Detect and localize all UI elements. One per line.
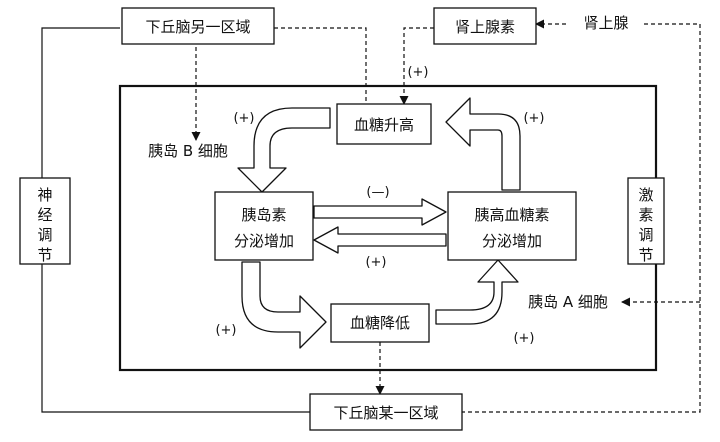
b-cell-label: 胰岛 B 细胞 <box>148 142 228 160</box>
arrow-insulin-to-glucose-down <box>241 261 327 349</box>
hormone-char-3: 调 <box>638 226 653 244</box>
a-cell-label: 胰岛 A 细胞 <box>528 293 608 311</box>
adrenal-label: 肾上腺 <box>583 14 628 32</box>
adrenaline-box <box>433 7 537 45</box>
nerve-char-2: 经 <box>37 206 52 224</box>
hormone-char-4: 节 <box>638 246 653 264</box>
hypothalamus-top-box <box>121 7 275 45</box>
nerve-char-1: 神 <box>37 186 52 204</box>
hormone-char-2: 素 <box>638 206 653 224</box>
hypothalamus-bottom-label: 下丘脑某一区域 <box>333 404 438 422</box>
glucose-down-label: 血糖降低 <box>350 314 410 332</box>
insulin-label-1: 胰岛素 <box>241 206 286 224</box>
glucagon-label-1: 胰高血糖素 <box>474 206 549 224</box>
adrenaline-label: 肾上腺素 <box>455 18 515 36</box>
glucose-up-box <box>336 103 432 145</box>
arrow-insulin-to-glucagon <box>313 198 447 226</box>
glucose-down-box <box>330 303 430 343</box>
hypothalamus-bottom-box <box>309 393 463 431</box>
nerve-char-4: 节 <box>37 246 52 264</box>
insulin-box <box>214 191 314 261</box>
sign-top-right-plus: (+) <box>523 111 544 126</box>
glucagon-label-2: 分泌增加 <box>482 232 542 250</box>
nerve-char-3: 调 <box>37 226 52 244</box>
arrow-glucose-down-to-glucagon <box>435 259 519 325</box>
hormone-regulation-box <box>627 177 665 265</box>
sign-adrenaline-plus: (+) <box>407 65 428 80</box>
sign-bottom-right-plus: (+) <box>513 331 534 346</box>
arrow-glucagon-to-insulin <box>313 226 447 254</box>
sign-minus: (—) <box>366 185 389 200</box>
glucagon-box <box>447 191 577 261</box>
hypothalamus-top-label: 下丘脑另一区域 <box>145 18 250 36</box>
glucose-up-label: 血糖升高 <box>354 116 414 134</box>
nerve-regulation-box <box>19 177 71 265</box>
arrow-glucagon-to-glucose-up <box>445 97 521 191</box>
dashed-adrenaline-to-glucose <box>399 27 434 105</box>
sign-middle-plus: (+) <box>365 255 386 270</box>
sign-bottom-left-plus: (+) <box>215 323 236 338</box>
sign-top-left-plus: (+) <box>233 111 254 126</box>
dashed-hormone-loop <box>462 23 701 413</box>
hormone-char-1: 激 <box>638 186 653 204</box>
dashed-to-hypothalamus-top <box>266 23 367 104</box>
insulin-label-2: 分泌增加 <box>234 232 294 250</box>
